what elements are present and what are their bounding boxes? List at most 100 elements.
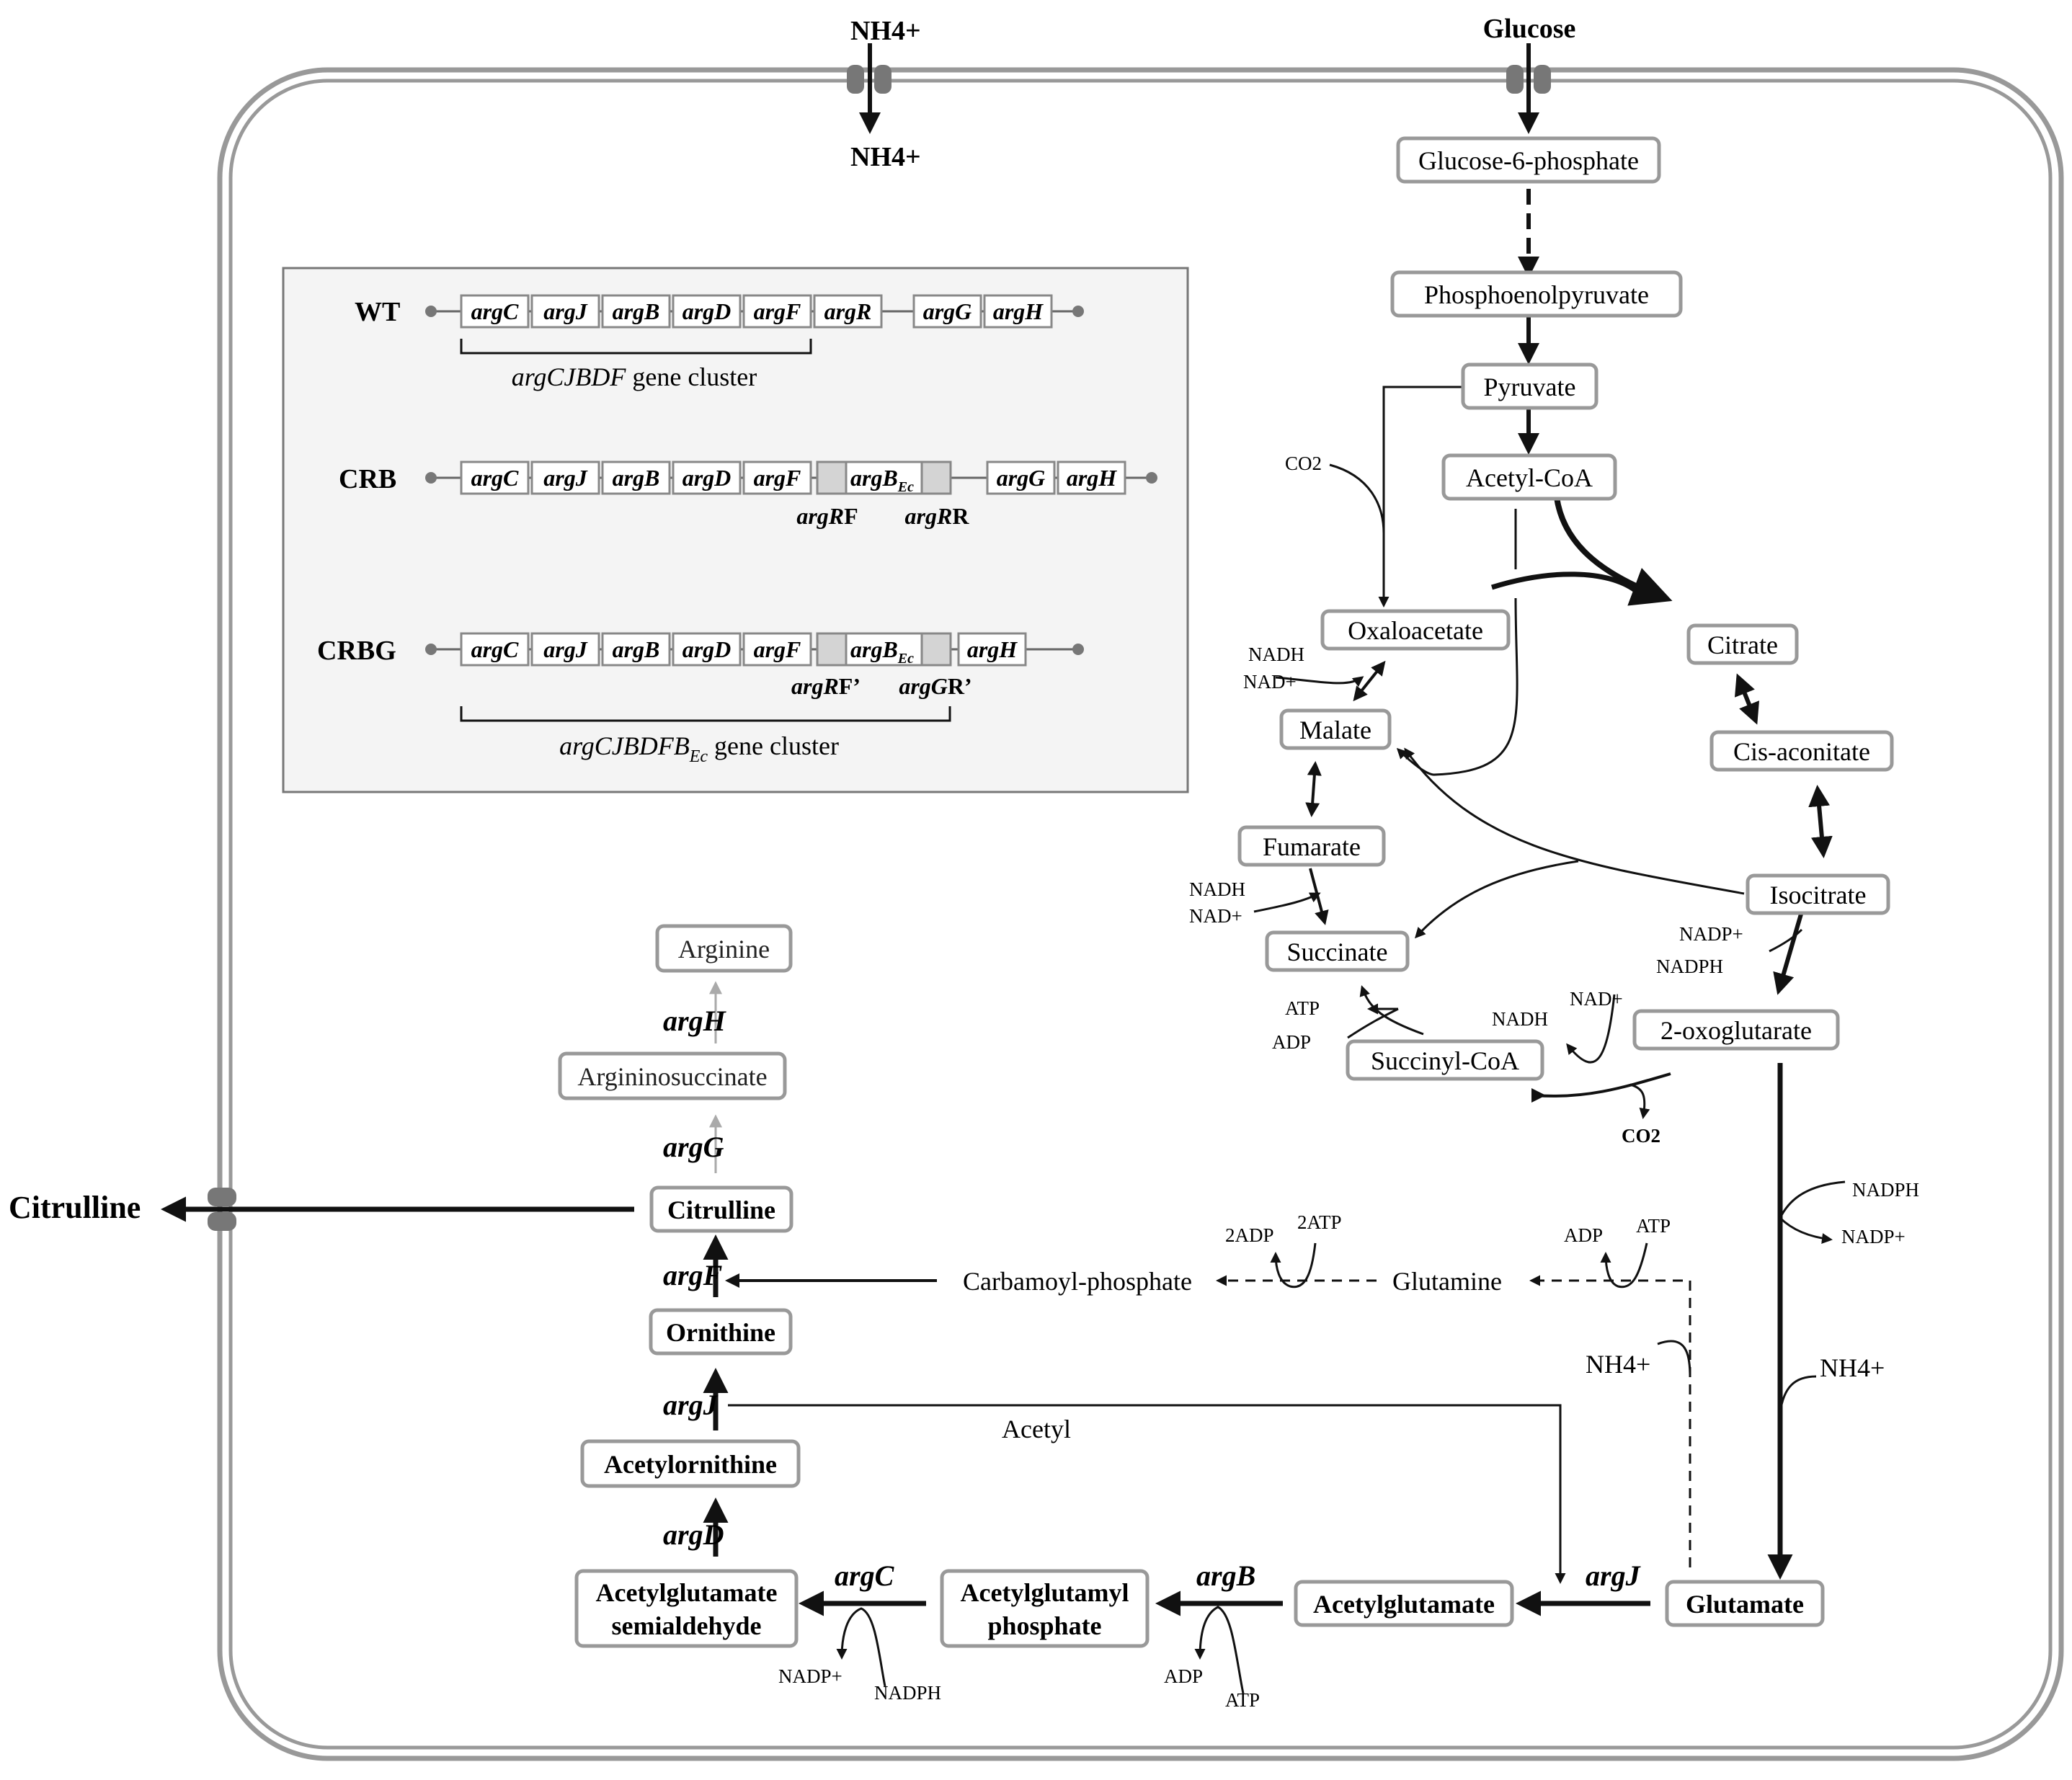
node-acetylglutamyl-phosphate: Acetylglutamyl phosphate [940, 1569, 1150, 1648]
crb-label: CRB [339, 464, 396, 494]
node-acetylglutamyl-phosphate-label: phosphate [987, 1611, 1101, 1640]
nadh-label-okg: NADH [1492, 1008, 1548, 1030]
gene-box-argB-ec [845, 632, 923, 667]
node-isocitrate-label: Isocitrate [1770, 881, 1867, 909]
gene-box-argC [460, 294, 530, 329]
nh4-label-glu: NH4+ [1820, 1353, 1885, 1382]
gene-argH: argH [663, 1005, 727, 1037]
gene-box-argG [986, 460, 1056, 495]
node-argininosuccinate: Argininosuccinate [558, 1051, 787, 1100]
node-pyruvate: Pyruvate [1461, 362, 1599, 410]
nadh-label-mal: NADH [1248, 644, 1304, 665]
wt-label: WT [355, 297, 400, 327]
node-g6p-label: Glucose-6-phosphate [1418, 146, 1639, 175]
node-acetylglutamate-semialdehyde-label: semialdehyde [611, 1611, 761, 1640]
nad-label-fum: NAD+ [1189, 905, 1242, 927]
crb-primer-left: argRF [796, 503, 858, 529]
adp-label-succ: ADP [1272, 1031, 1311, 1053]
node-arginine-label: Arginine [678, 935, 770, 964]
node-malate: Malate [1279, 708, 1392, 750]
node-acetylglutamyl-phosphate-label: Acetylglutamyl [961, 1578, 1129, 1607]
acetyl-label: Acetyl [1002, 1415, 1071, 1443]
gene-box-filler [920, 460, 952, 495]
arginine-section: ADP ATP NADP+ NADPH Acetyl 2ADP 2ATP ADP… [663, 981, 1691, 1711]
atp-label-gln: ATP [1636, 1215, 1671, 1237]
gene-label-argH: argH [993, 298, 1044, 324]
gene-argD: argD [663, 1518, 724, 1551]
node-pep-label: Phosphoenolpyruvate [1424, 280, 1649, 309]
gene-label-argF: argF [754, 298, 801, 324]
crb-primer-right: argRR [905, 503, 970, 529]
node-ornithine: Ornithine [649, 1308, 793, 1356]
nad-label-okg: NAD+ [1570, 988, 1623, 1010]
gene-label-argD: argD [682, 636, 732, 662]
node-acetylglutamate-label: Acetylglutamate [1313, 1590, 1495, 1619]
node-glutamine: Glutamine [1392, 1267, 1502, 1296]
gene-argG: argG [663, 1131, 724, 1163]
gene-label-argJ: argJ [543, 636, 587, 662]
node-fumarate: Fumarate [1237, 825, 1386, 867]
gene-argB: argB [1196, 1559, 1255, 1592]
glucose-label: Glucose [1483, 14, 1576, 44]
node-acetyl-coa: Acetyl-CoA [1441, 453, 1617, 501]
node-oxoglutarate-label: 2-oxoglutarate [1660, 1016, 1812, 1045]
gene-box-argH [1057, 460, 1126, 495]
gene-box-argC [460, 460, 530, 495]
nh4-out-label: NH4+ [850, 16, 921, 46]
nadph-label-argc: NADPH [874, 1682, 941, 1704]
node-citrulline: Citrulline [649, 1185, 793, 1233]
adp-label-argb: ADP [1164, 1665, 1203, 1687]
transporter-glucose [1506, 65, 1551, 94]
citrulline-export-label: Citrulline [9, 1190, 141, 1225]
metabolite-nodes: Glucose-6-phosphatePhosphoenolpyruvatePy… [558, 136, 1894, 1648]
co2-label-okg: CO2 [1622, 1125, 1660, 1147]
node-citrate: Citrate [1686, 623, 1799, 665]
gene-box-argF [742, 460, 812, 495]
tca-section: NADP+ NADPH NAD+ NADH CO2 ATP ADP NADH N… [1189, 644, 1919, 1580]
node-arginine: Arginine [655, 924, 793, 973]
gene-argC: argC [835, 1559, 895, 1592]
nh4-label-gln: NH4+ [1586, 1350, 1650, 1379]
node-ornithine-label: Ornithine [666, 1318, 775, 1347]
gene-label-argG: argG [923, 298, 972, 324]
node-citrulline-label: Citrulline [667, 1196, 775, 1224]
adp-label-gln: ADP [1564, 1224, 1603, 1246]
gene-label-argJ: argJ [543, 298, 587, 324]
crbg-primer-right: argGR’ [899, 673, 971, 699]
gene-label-argD: argD [682, 465, 732, 491]
nh4-in-label: NH4+ [850, 142, 921, 172]
nadp-label-1: NADP+ [1679, 923, 1743, 945]
gene-label-argC: argC [471, 298, 519, 324]
gene-label-argB: argB [613, 636, 660, 662]
node-succinyl-coa: Succinyl-CoA [1346, 1039, 1544, 1081]
two-atp-label: 2ATP [1297, 1211, 1342, 1233]
crbg-primer-left: argRF’ [791, 673, 861, 699]
atp-label-argb: ATP [1225, 1689, 1260, 1711]
gene-label-argC: argC [471, 465, 519, 491]
node-g6p: Glucose-6-phosphate [1396, 136, 1661, 184]
gene-box-argB [601, 294, 671, 329]
nadph-label-glu: NADPH [1852, 1179, 1919, 1201]
gene-box-filler [816, 460, 848, 495]
gene-box-argJ [530, 294, 600, 329]
gene-box-argD [672, 294, 742, 329]
gene-box-argB-ec [845, 460, 923, 495]
gene-box-argD [672, 632, 742, 667]
wt-cluster-label: argCJBDF gene cluster [512, 362, 757, 391]
nad-label-mal: NAD+ [1243, 671, 1297, 693]
node-acetylornithine-label: Acetylornithine [604, 1450, 777, 1479]
node-cis-aconitate: Cis-aconitate [1709, 730, 1894, 772]
node-cis-aconitate-label: Cis-aconitate [1733, 737, 1870, 766]
crbg-cluster-label: argCJBDFBEc gene cluster [559, 731, 839, 766]
two-adp-label: 2ADP [1225, 1224, 1274, 1246]
gene-box-argF [742, 294, 812, 329]
gene-label-argB: argB [613, 298, 660, 324]
gene-label-argB: argB [613, 465, 660, 491]
co2-label: CO2 [1285, 453, 1322, 474]
crbg-label: CRBG [317, 636, 396, 666]
transporter-nh4 [847, 65, 892, 94]
gene-box-argH [983, 294, 1053, 329]
node-carbamoyl-phosphate: Carbamoyl-phosphate [963, 1267, 1192, 1296]
